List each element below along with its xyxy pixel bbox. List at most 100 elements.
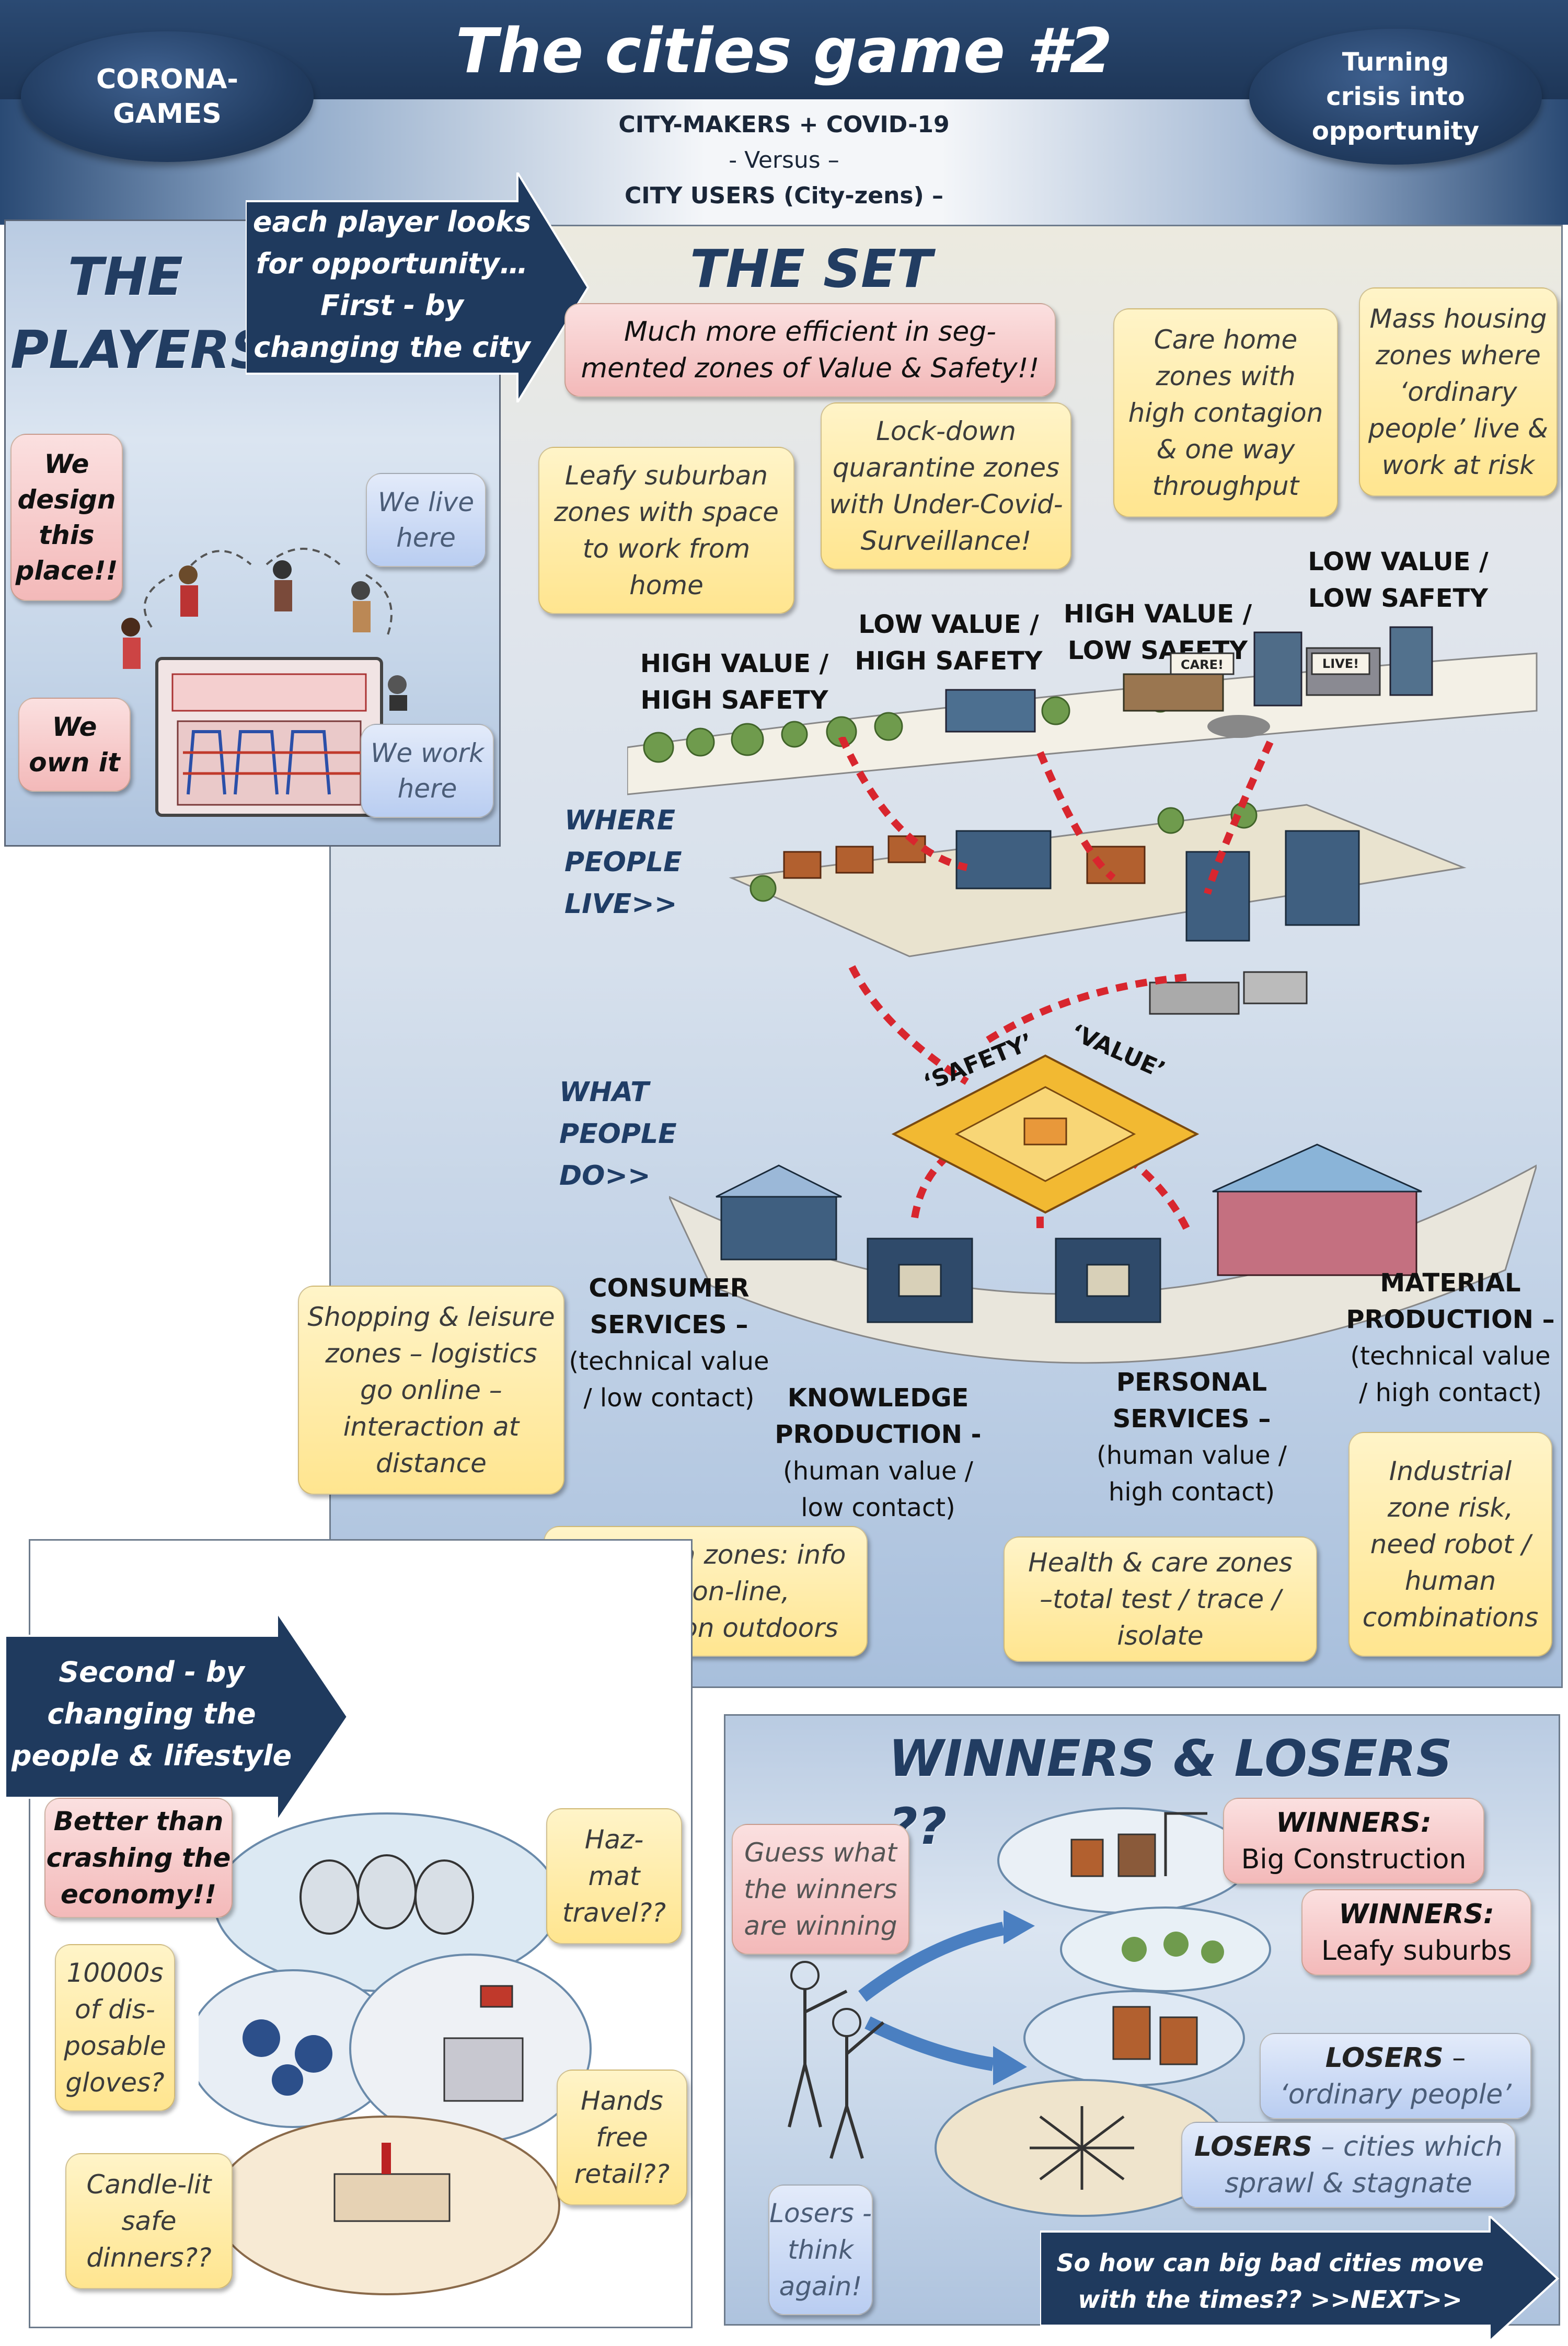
title-text: The cities game #2 (455, 15, 1113, 87)
bubble-line: mented zones of Value & Safety!! (581, 353, 1040, 384)
arrow-line: people & lifestyle (11, 1739, 292, 1772)
loser-dash: – (1443, 2042, 1466, 2074)
guess-bubble: Guess what the winners are winning (732, 1824, 909, 1955)
second-arrow (5, 1612, 349, 1821)
we-work-bubble: We work here (361, 724, 494, 818)
winners-leafy-suburbs: WINNERS: Leafy suburbs (1301, 1889, 1531, 1975)
bubble-line: free (596, 2122, 648, 2153)
label-line: WHERE (564, 805, 675, 836)
bubble-line: crashing the (46, 1843, 231, 1873)
subtitle-line: CITY USERS (City-zens) – (624, 182, 944, 209)
zone-label-hv-ls: HIGH VALUE / LOW SAFETY (1056, 596, 1260, 669)
leafy-bubble: Leafy suburban zones with space to work … (538, 447, 794, 614)
bubble-line: zones – logistics (325, 1338, 537, 1369)
bubble-line: isolate (1117, 1621, 1204, 1651)
badge-line: CORONA- (96, 64, 238, 95)
losers-cities-sprawl: LOSERS – cities which sprawl & stagnate (1181, 2122, 1516, 2208)
bubble-line: Leafy suburban (564, 460, 768, 491)
players-illustration (143, 548, 393, 817)
bubble-line: quarantine zones (832, 453, 1060, 483)
bubble-line: 10000s (66, 1958, 164, 1988)
label-line: DO>> (559, 1160, 651, 1192)
heading-line: THE (67, 246, 183, 307)
arrow-line: changing the (47, 1697, 256, 1730)
arrow-line: for opportunity… (256, 247, 528, 280)
lockdown-bubble: Lock-down quarantine zones with Under-Co… (821, 402, 1071, 570)
label-line: PEOPLE (559, 1118, 677, 1150)
bubble-line: here (396, 523, 456, 553)
bubble-line: We work (370, 738, 485, 768)
shopping-bubble: Shopping & leisure zones – logistics go … (298, 1286, 564, 1495)
subtitle: CITY-MAKERS + COVID-19 - Versus – CITY U… (523, 107, 1045, 217)
industrial-bubble: Industrial zone risk, need robot / human… (1348, 1432, 1552, 1657)
bubble-line: & one way (1156, 434, 1295, 465)
bubble-line: combinations (1362, 1602, 1539, 1633)
arrow-line: each player looks (252, 205, 532, 238)
zone-label-hv-hs: HIGH VALUE / HIGH SAFETY (632, 645, 836, 719)
bubble-line: high contagion (1128, 398, 1323, 428)
gloves-bubble: 10000s of dis- posable gloves? (55, 1944, 175, 2111)
bubble-line: design (17, 484, 116, 515)
winners-big-construction: WINNERS: Big Construction (1223, 1798, 1484, 1884)
lifestyle-illustration (199, 1812, 592, 2295)
bubble-line: here (397, 773, 457, 804)
hazmat-bubble: Haz- mat travel?? (546, 1808, 682, 1944)
label-line: PEOPLE (564, 847, 682, 878)
we-live-bubble: We live here (366, 473, 486, 567)
material-production-label: MATERIAL PRODUCTION – (technical value /… (1338, 1265, 1563, 1411)
winner-title: WINNERS: (1339, 1898, 1494, 1930)
we-design-bubble: We design this place!! (10, 434, 123, 601)
badge-line: Turning (1342, 48, 1449, 77)
arrow-line: changing the city (253, 331, 531, 364)
next-link[interactable]: So how can big bad cities move with the … (1051, 2245, 1490, 2318)
bubble-line: of dis- (75, 1994, 155, 2025)
bubble-line: Industrial (1389, 1456, 1512, 1486)
bubble-line: zones with (1156, 361, 1296, 391)
bubble-line: Shopping & leisure (307, 1302, 555, 1332)
zone-line: LOW VALUE / (858, 610, 1039, 639)
bubble-line: We live (377, 487, 475, 517)
page-title: The cities game #2 (366, 11, 1202, 90)
sector-title-line: PRODUCTION – (1346, 1305, 1555, 1334)
bubble-line: travel?? (562, 1898, 666, 1928)
personal-services-label: PERSONAL SERVICES – (human value / high … (1087, 1364, 1296, 1510)
sector-title-line: SERVICES – (1112, 1404, 1271, 1434)
label-line: LIVE>> (564, 888, 677, 920)
consumer-services-label: CONSUMER SERVICES – (technical value / l… (564, 1270, 774, 1416)
sector-sub-line: (human value / (783, 1457, 973, 1486)
subtitle-line: - Versus – (729, 147, 839, 174)
winner-text: Big Construction (1241, 1843, 1467, 1875)
zone-line: HIGH VALUE / (640, 649, 829, 678)
bubble-line: Care home (1154, 325, 1298, 355)
losers-think-bubble: Losers - think again! (768, 2185, 873, 2315)
bubble-line: think (788, 2235, 854, 2265)
where-people-live-label: WHERE PEOPLE LIVE>> (564, 800, 682, 925)
bubble-line: need robot / (1370, 1529, 1531, 1559)
player-figures (121, 560, 407, 711)
badge-line: GAMES (113, 98, 222, 130)
loser-text: ‘ordinary people’ (1279, 2078, 1512, 2110)
live-sign: LIVE! (1322, 656, 1359, 671)
winner-text: Leafy suburbs (1321, 1935, 1512, 1967)
bubble-line: dinners?? (86, 2243, 212, 2273)
arrow-line: First - by (320, 289, 464, 322)
badge-line: opportunity (1311, 117, 1480, 146)
sector-sub-line: (human value / (1097, 1441, 1287, 1470)
winners-illustration (788, 1807, 1271, 2217)
bubble-line: home (629, 570, 704, 600)
next-line: with the times?? >>NEXT>> (1078, 2285, 1462, 2314)
bubble-line: again! (779, 2271, 862, 2302)
bubble-line: Losers - (769, 2198, 872, 2228)
bubble-line: place!! (15, 556, 118, 586)
zone-line: HIGH VALUE / (1063, 599, 1252, 629)
bubble-line: go online – (360, 1375, 502, 1405)
bubble-line: mat (588, 1861, 640, 1891)
arrow-line: Second - by (59, 1656, 245, 1689)
bubble-line: the winners (744, 1874, 897, 1904)
zone-label-lv-ls: LOW VALUE / LOW SAFETY (1296, 544, 1500, 617)
sector-title-line: KNOWLEDGE (787, 1383, 969, 1413)
bubble-line: interaction at (343, 1412, 520, 1442)
sector-title-line: PRODUCTION - (775, 1420, 982, 1449)
health-bubble: Health & care zones –total test / trace … (1004, 1536, 1317, 1662)
better-than-crashing-bubble: Better than crashing the economy!! (44, 1798, 233, 1918)
